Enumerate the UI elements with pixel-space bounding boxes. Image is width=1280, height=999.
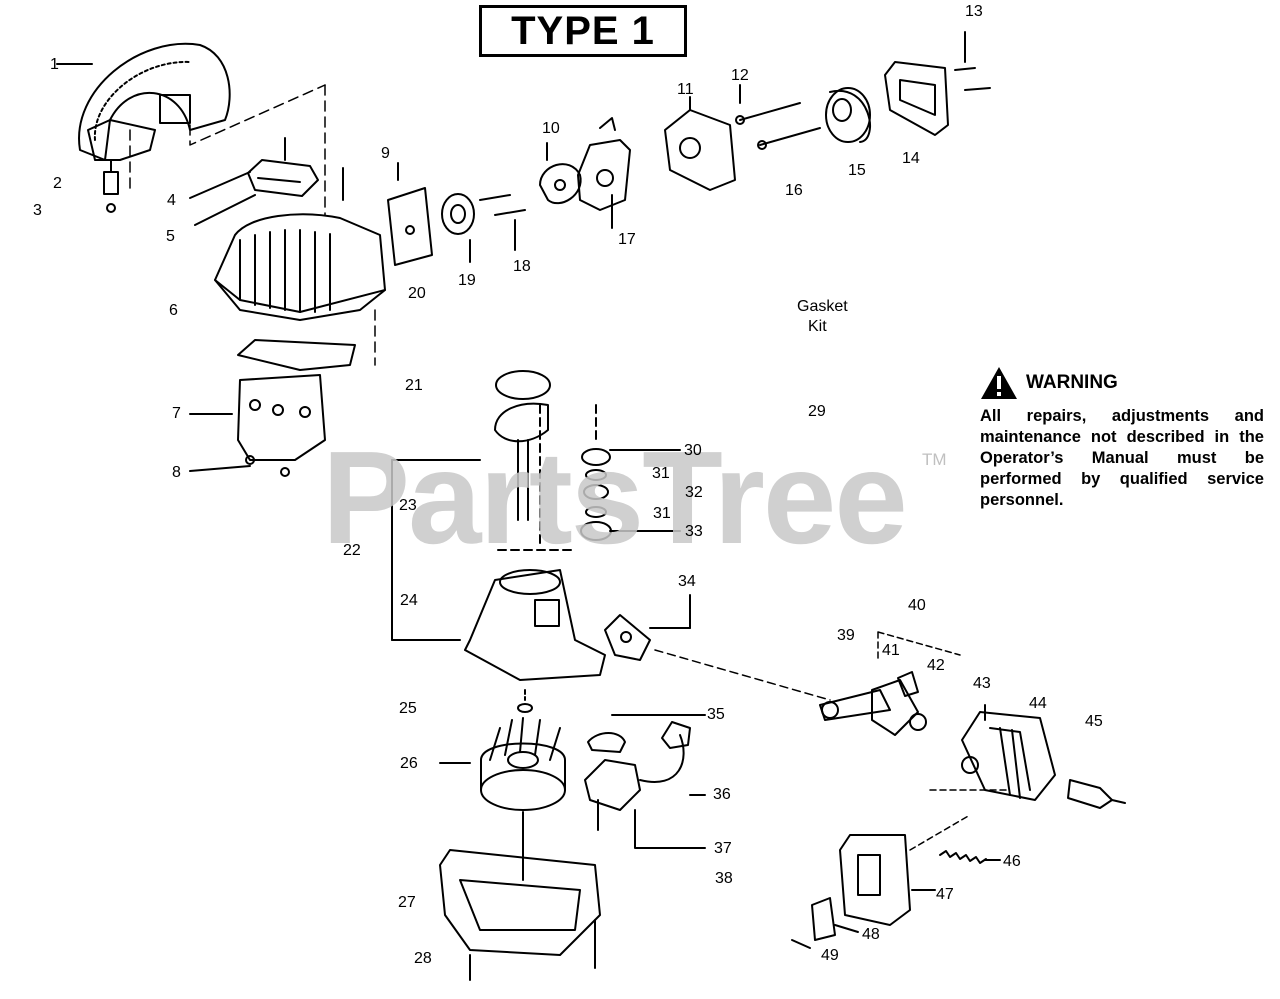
gasket-kit-label-1: Gasket [797, 298, 848, 315]
part-cover-14 [884, 31, 991, 136]
callout-number: 5 [166, 228, 175, 245]
callout-number: 41 [882, 642, 900, 659]
routing-lines-top [129, 84, 376, 366]
part-cover-5 [189, 137, 344, 226]
gasket-kit-label-2: Kit [808, 318, 827, 335]
part-gasket-34 [604, 594, 691, 661]
part-housing-6 [214, 213, 386, 321]
callout-number: 8 [172, 464, 181, 481]
part-spacer-19 [441, 193, 475, 263]
callout-number: 7 [172, 405, 181, 422]
callout-number: 4 [167, 192, 176, 209]
part-crankcase-24 [464, 549, 606, 681]
callout-number: 43 [973, 675, 991, 692]
warning-title: WARNING [1026, 372, 1118, 393]
callout-number: 45 [1085, 713, 1103, 730]
part-gasket-20 [387, 162, 433, 266]
callout-number: 32 [685, 484, 703, 501]
callout-number: 28 [414, 950, 432, 967]
callout-number: 33 [685, 523, 703, 540]
callout-number: 42 [927, 657, 945, 674]
callout-number: 36 [713, 786, 731, 803]
watermark-tm: TM [922, 450, 947, 469]
part-shroud-1 [56, 42, 231, 161]
part-plate-7 [189, 339, 356, 477]
callout-number: 37 [714, 840, 732, 857]
callout-number: 10 [542, 120, 560, 137]
warning-box: WARNING All repairs, adjustments and mai… [980, 366, 1264, 511]
warning-triangle-icon [981, 367, 1017, 399]
part-screw-18 [479, 194, 526, 251]
callout-number: 27 [398, 894, 416, 911]
callout-number: 13 [965, 3, 983, 20]
callout-number: 19 [458, 272, 476, 289]
callout-number: 26 [400, 755, 418, 772]
callout-number: 23 [399, 497, 417, 514]
callout-number: 2 [53, 175, 62, 192]
callout-number: 12 [731, 67, 749, 84]
callout-number: 31 [652, 465, 670, 482]
part-crankshaft-23 [391, 370, 551, 641]
part-adapter-11 [664, 96, 736, 191]
part-ignition-36 [584, 721, 706, 849]
part-seals-30-33 [539, 404, 681, 546]
part-muffler-47 [839, 789, 1011, 926]
callout-number: 1 [50, 56, 59, 73]
part-cylinder-44 [961, 704, 1056, 801]
part-spring-46 [939, 850, 1001, 864]
callout-number: 15 [848, 162, 866, 179]
part-sparkplug-45 [1067, 779, 1126, 809]
part-clip-35 [587, 714, 706, 753]
callout-number: 34 [678, 573, 696, 590]
callout-number: 17 [618, 231, 636, 248]
part-cover-27 [439, 849, 601, 981]
callout-number: 39 [837, 627, 855, 644]
part-carburetor-17 [577, 117, 631, 229]
callout-number: 14 [902, 150, 920, 167]
callout-number: 16 [785, 182, 803, 199]
type-label: TYPE 1 [479, 5, 687, 57]
warning-text: All repairs, adjustments and maintenance… [980, 407, 1264, 509]
callout-number: 21 [405, 377, 423, 394]
part-screen-48 [791, 897, 859, 949]
callout-number: 24 [400, 592, 418, 609]
callout-number: 49 [821, 947, 839, 964]
callout-number: 11 [677, 81, 694, 98]
callout-number: 40 [908, 597, 926, 614]
part-bolt-12 [735, 84, 821, 150]
part-flywheel-26 [439, 689, 566, 881]
callout-number: 48 [862, 926, 880, 943]
callout-number: 20 [408, 285, 426, 302]
callout-number: 38 [715, 870, 733, 887]
callout-number: 35 [707, 706, 725, 723]
assembly-line-piston [654, 649, 831, 701]
callout-number: 47 [936, 886, 954, 903]
part-gasket-10 [539, 142, 582, 205]
callout-number: 9 [381, 145, 390, 162]
callout-number: 31 [653, 505, 671, 522]
watermark: PartsTree [322, 424, 908, 571]
callout-number: 6 [169, 302, 178, 319]
callout-number: 29 [808, 403, 826, 420]
part-piston-39 [819, 631, 961, 736]
callout-number: 30 [684, 442, 702, 459]
callout-number: 25 [399, 700, 417, 717]
part-filter-15 [825, 87, 871, 143]
callout-number: 44 [1029, 695, 1047, 712]
callout-number: 18 [513, 258, 531, 275]
callout-number: 46 [1003, 853, 1021, 870]
callout-number: 22 [343, 542, 361, 559]
part-mount-2 [103, 159, 119, 213]
callout-number: 3 [33, 202, 42, 219]
